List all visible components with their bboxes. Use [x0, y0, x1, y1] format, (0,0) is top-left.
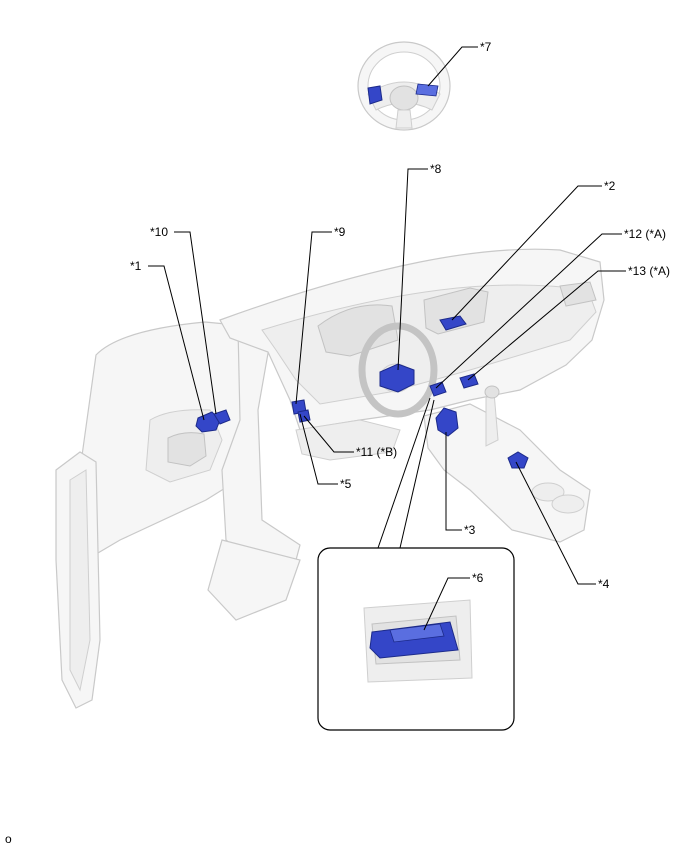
callout-4: *4: [598, 577, 610, 591]
steering-wheel-illustration: [357, 41, 451, 131]
component-3: [435, 407, 459, 437]
component-7: [367, 83, 439, 105]
component-4: [507, 451, 529, 469]
callout-1: *1: [130, 259, 142, 273]
callout-12: *12 (*A): [624, 227, 666, 241]
callout-9: *9: [334, 225, 346, 239]
callout-labels: *7 *8 *2 *10 *9 *12 (*A) *1 *13 (*A) *11…: [130, 40, 670, 591]
detail-inset: [317, 547, 515, 731]
footer-mark: o: [5, 832, 12, 846]
component-13: [459, 373, 479, 389]
vehicle-interior-illustration: [55, 248, 605, 709]
callout-5: *5: [340, 477, 352, 491]
callout-13: *13 (*A): [628, 264, 670, 278]
leader-lines: [148, 46, 626, 631]
component-1: [195, 411, 221, 433]
component-12: [429, 381, 447, 397]
callout-10: *10: [150, 225, 168, 239]
component-2: [439, 315, 467, 331]
callout-2: *2: [604, 179, 616, 193]
callout-6: *6: [472, 571, 484, 585]
component-10: [213, 409, 231, 425]
callout-8: *8: [430, 162, 442, 176]
callout-11: *11 (*B): [356, 445, 397, 459]
callout-7: *7: [480, 40, 492, 54]
callout-3: *3: [464, 523, 476, 537]
